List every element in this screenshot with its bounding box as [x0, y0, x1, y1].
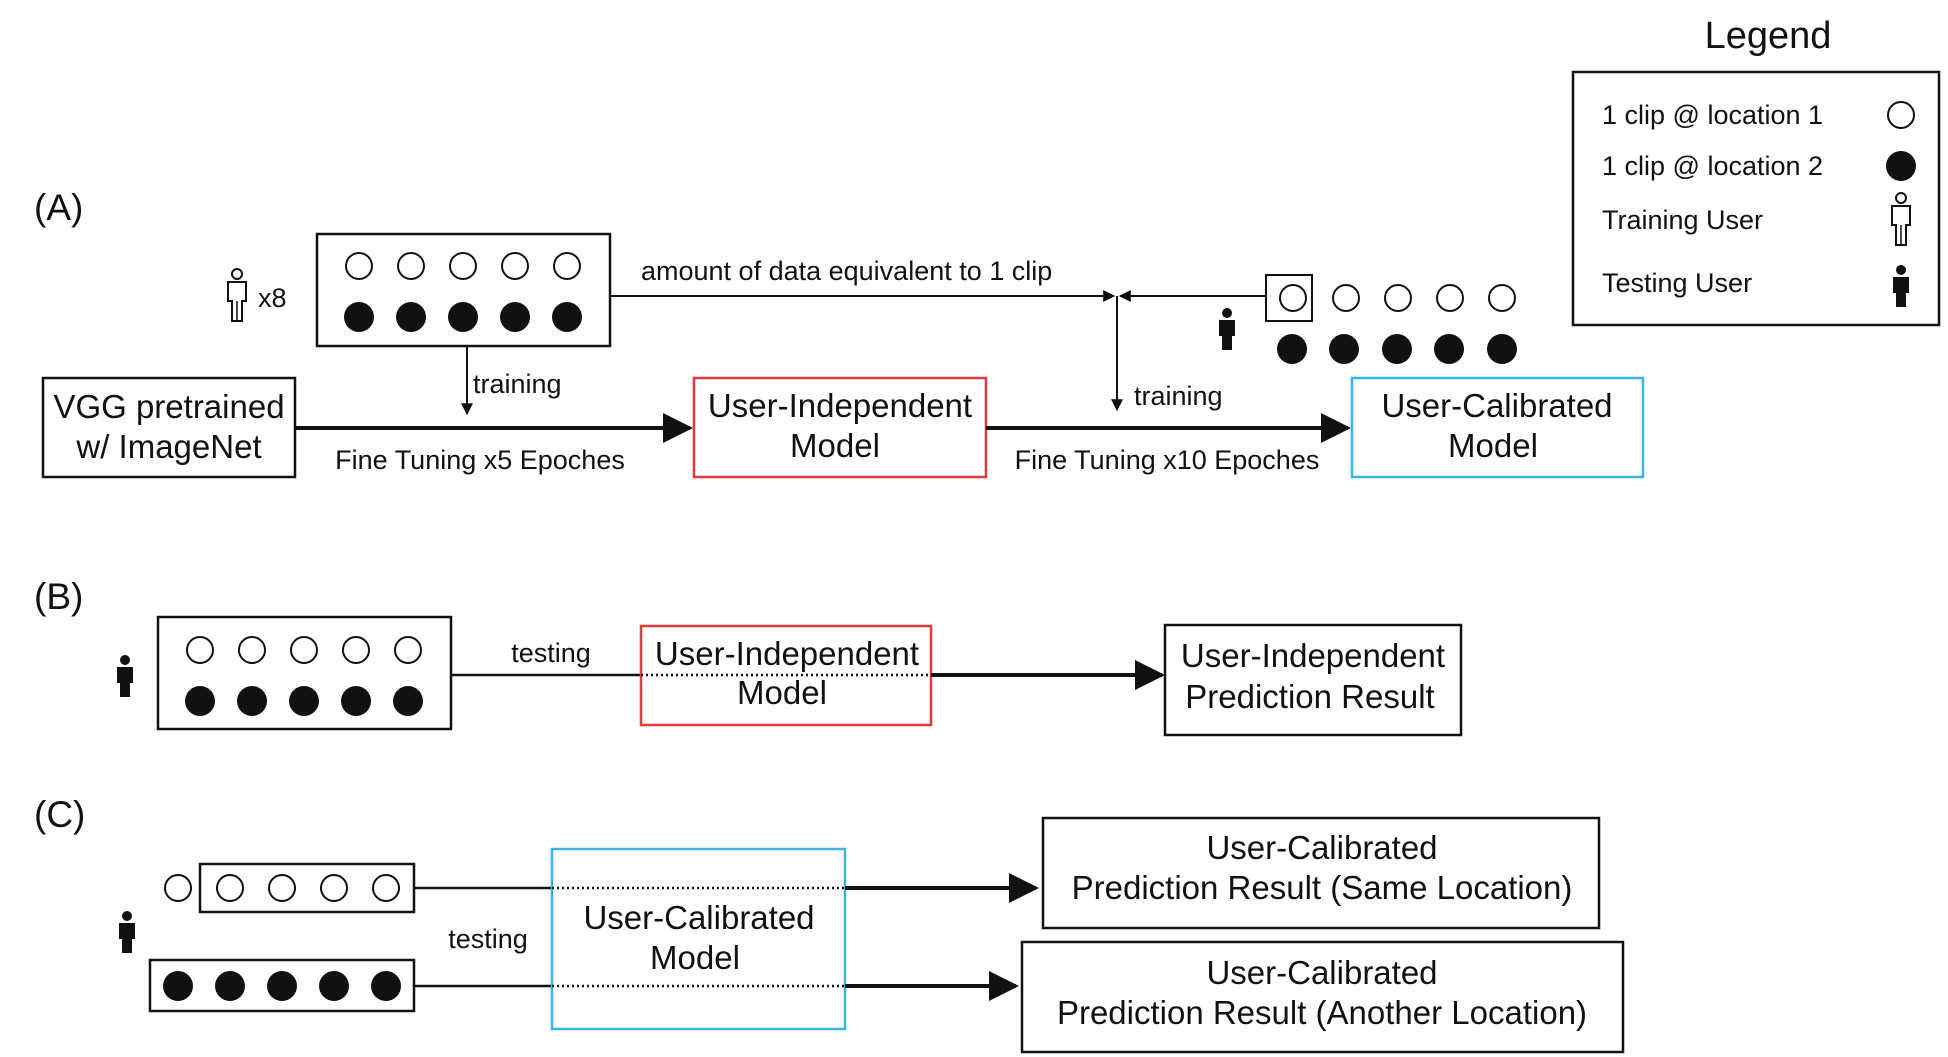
filled-clip — [215, 971, 245, 1001]
open-clip — [1279, 284, 1307, 312]
b-model-line-2: Model — [737, 674, 827, 711]
filled-clip — [319, 971, 349, 1001]
testing-clips — [185, 636, 423, 716]
panel-c: (C) testing User-Calibrated Model User-C… — [34, 794, 1625, 1054]
filled-clip — [341, 686, 371, 716]
filled-clip — [237, 686, 267, 716]
legend: Legend 1 clip @ location 1 1 clip @ loca… — [1571, 15, 1941, 327]
training-user-icon — [1891, 192, 1911, 246]
training-clips — [344, 252, 582, 332]
c-same-line-2: Prediction Result (Same Location) — [1072, 869, 1573, 906]
legend-title: Legend — [1705, 15, 1832, 57]
vgg-line-1: VGG pretrained — [53, 388, 284, 425]
legend-item-location-1: 1 clip @ location 1 — [1602, 100, 1823, 130]
c-another-line-1: User-Calibrated — [1206, 954, 1437, 991]
filled-clip — [185, 686, 215, 716]
uc-model-line-1: User-Calibrated — [1381, 387, 1612, 424]
filled-clip — [396, 302, 426, 332]
filled-clip — [1382, 334, 1412, 364]
filled-clip — [289, 686, 319, 716]
open-clip — [345, 252, 373, 280]
calibration-clip — [164, 874, 192, 902]
panel-b-label: (B) — [34, 576, 83, 617]
testing-user-icon — [1893, 265, 1909, 307]
training-label-1: training — [473, 369, 562, 399]
b-model-line-1: User-Independent — [655, 635, 919, 672]
uc-model-line-2: Model — [1448, 427, 1538, 464]
open-clip — [238, 636, 266, 664]
open-clip — [397, 252, 425, 280]
testing-user-icon — [1219, 308, 1235, 350]
testing-label: testing — [511, 638, 591, 668]
training-label-2: training — [1134, 381, 1223, 411]
train-user-count: x8 — [258, 283, 287, 313]
panel-b: (B) testing User-Independent Model User-… — [34, 576, 1463, 737]
filled-clip — [1329, 334, 1359, 364]
amount-label: amount of data equivalent to 1 clip — [641, 256, 1052, 286]
open-clip — [1332, 284, 1360, 312]
open-clip — [1436, 284, 1464, 312]
filled-clip — [393, 686, 423, 716]
open-clip — [1384, 284, 1412, 312]
open-clip — [186, 636, 214, 664]
legend-item-location-2: 1 clip @ location 2 — [1602, 151, 1823, 181]
same-location-clips — [216, 874, 400, 902]
open-clip — [1488, 284, 1516, 312]
filled-clip — [163, 971, 193, 1001]
user-calibrated-model-box — [1350, 376, 1645, 479]
open-clip — [449, 252, 477, 280]
another-location-result-box — [1020, 940, 1625, 1054]
legend-item-testing-user: Testing User — [1602, 268, 1752, 298]
filled-clip — [267, 971, 297, 1001]
filled-clip — [1277, 334, 1307, 364]
filled-clip — [448, 302, 478, 332]
vgg-line-2: w/ ImageNet — [75, 428, 261, 465]
testing-data-box — [156, 615, 453, 731]
filled-clip — [1434, 334, 1464, 364]
c-another-line-2: Prediction Result (Another Location) — [1057, 994, 1587, 1031]
filled-clip — [552, 302, 582, 332]
another-location-clips — [163, 971, 401, 1001]
open-clip — [342, 636, 370, 664]
open-clip — [268, 874, 296, 902]
open-clip — [372, 874, 400, 902]
ui-model-line-1: User-Independent — [708, 387, 972, 424]
filled-clip — [344, 302, 374, 332]
selected-clip-box — [1265, 274, 1313, 322]
panel-c-label: (C) — [34, 794, 85, 835]
filled-clip — [1487, 334, 1517, 364]
training-data-box — [315, 232, 612, 348]
ui-model-line-2: Model — [790, 427, 880, 464]
open-clip — [216, 874, 244, 902]
open-clip — [320, 874, 348, 902]
filled-clip — [371, 971, 401, 1001]
open-clip — [501, 252, 529, 280]
open-clip — [394, 636, 422, 664]
testing-user-clips — [1277, 284, 1517, 364]
c-model-line-1: User-Calibrated — [583, 899, 814, 936]
testing-user-icon — [119, 911, 135, 953]
training-user-icon — [227, 268, 247, 322]
c-model-line-2: Model — [650, 939, 740, 976]
b-result-line-1: User-Independent — [1181, 637, 1445, 674]
testing-user-icon — [117, 655, 133, 697]
fine-tune-label-1: Fine Tuning x5 Epoches — [335, 445, 625, 475]
legend-box — [1571, 70, 1941, 327]
open-clip — [290, 636, 318, 664]
panel-a: (A) x8 amount of data equivalent to 1 cl… — [34, 187, 1645, 479]
b-result-line-2: Prediction Result — [1185, 678, 1434, 715]
filled-circle-icon — [1886, 151, 1916, 181]
filled-clip — [500, 302, 530, 332]
legend-item-training-user: Training User — [1602, 205, 1763, 235]
open-circle-icon — [1887, 101, 1915, 129]
panel-a-label: (A) — [34, 187, 83, 228]
testing-label: testing — [448, 924, 528, 954]
fine-tune-label-2: Fine Tuning x10 Epoches — [1015, 445, 1320, 475]
prediction-result-box — [1163, 623, 1463, 737]
same-location-result-box — [1041, 816, 1601, 930]
user-calibrated-model-box — [550, 847, 847, 1031]
c-same-line-1: User-Calibrated — [1206, 829, 1437, 866]
open-clip — [553, 252, 581, 280]
